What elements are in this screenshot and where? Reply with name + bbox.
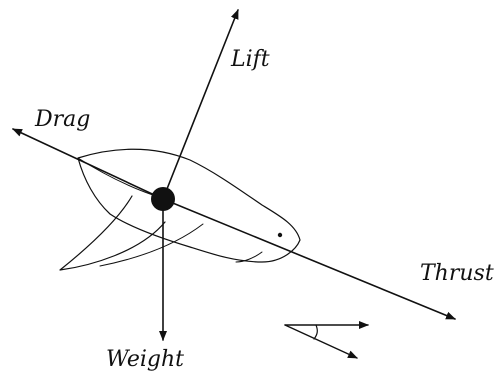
angle-inset (284, 321, 369, 359)
drag-label: Drag (34, 107, 90, 132)
angle-inset-lower-arrow (284, 324, 358, 359)
center-of-mass-dot (151, 187, 175, 211)
thrust-label: Thrust (420, 261, 494, 286)
angle-arc (313, 324, 318, 340)
bird-eye (277, 232, 283, 238)
lift-label: Lift (230, 47, 270, 72)
bird-wing-2 (99, 223, 204, 267)
thrust-arrow (162, 198, 456, 320)
drag-arrow (12, 128, 164, 200)
bird-wing-1 (59, 195, 166, 271)
bird-body-outline (77, 148, 301, 263)
weight-label: Weight (106, 347, 184, 372)
lift-arrow (162, 9, 239, 200)
bird-tail-tip (235, 251, 263, 263)
